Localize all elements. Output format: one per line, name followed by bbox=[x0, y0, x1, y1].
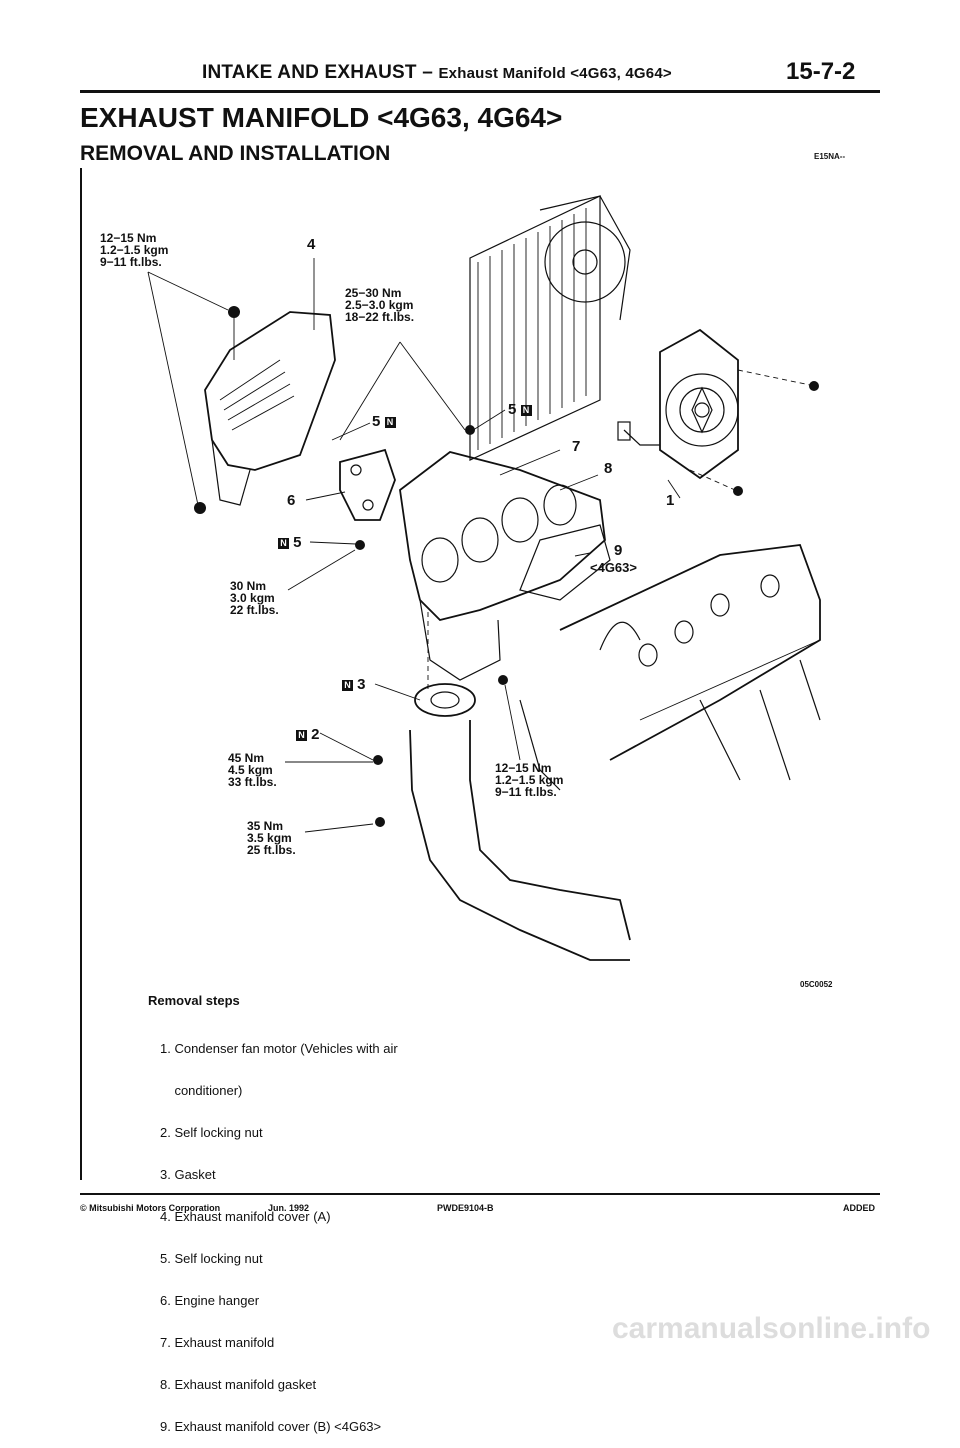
removal-step: conditioner) bbox=[160, 1083, 243, 1098]
exhaust-manifold-drawing bbox=[355, 425, 606, 681]
removal-steps-list: 1. Condenser fan motor (Vehicles with ai… bbox=[160, 1014, 398, 1448]
watermark: carmanualsonline.info bbox=[612, 1312, 931, 1345]
footer-copyright: © Mitsubishi Motors Corporation bbox=[80, 1203, 221, 1213]
footer-rule bbox=[80, 1193, 880, 1195]
manifold-cover-b-drawing bbox=[519, 524, 611, 601]
leader-lines bbox=[147, 258, 681, 833]
removal-step: 5. Self locking nut bbox=[160, 1251, 263, 1266]
callout-2: N 2 bbox=[296, 726, 320, 743]
callout-1: 1 bbox=[666, 492, 675, 509]
footer-status: ADDED bbox=[843, 1203, 876, 1213]
section-code: E15NA-- bbox=[814, 152, 846, 161]
callout-5-left: 5 N bbox=[372, 413, 396, 430]
removal-step: 7. Exhaust manifold bbox=[160, 1335, 275, 1350]
callout-6: 6 bbox=[287, 492, 296, 509]
callout-3: N 3 bbox=[342, 676, 366, 693]
frame-left-line bbox=[80, 168, 82, 1180]
callout-3-number: 3 bbox=[357, 676, 366, 693]
fan-motor-drawing bbox=[617, 328, 819, 496]
removal-step: 8. Exhaust manifold gasket bbox=[160, 1377, 317, 1392]
removal-step: 4. Exhaust manifold cover (A) bbox=[160, 1209, 331, 1224]
new-part-icon: N bbox=[296, 729, 307, 741]
torque-spec-manifold-nut: 25−30 Nm 2.5−3.0 kgm 18−22 ft.lbs. bbox=[345, 286, 415, 324]
torque-spec-hanger-bolt: 30 Nm 3.0 kgm 22 ft.lbs. bbox=[230, 579, 279, 617]
callout-9: 9 bbox=[614, 542, 623, 559]
torque-spec-cover-bolt: 12−15 Nm 1.2−1.5 kgm 9−11 ft.lbs. bbox=[100, 231, 169, 269]
callout-7: 7 bbox=[572, 438, 581, 455]
page-subtitle: REMOVAL AND INSTALLATION bbox=[80, 142, 391, 165]
callout-5-left-number: 5 bbox=[372, 413, 381, 430]
callout-9-note: <4G63> bbox=[590, 560, 637, 575]
removal-steps-heading: Removal steps bbox=[148, 993, 240, 1008]
torque-spec-stay-bolt: 35 Nm 3.5 kgm 25 ft.lbs. bbox=[247, 819, 296, 857]
header-subsection: Exhaust Manifold <4G63, 4G64> bbox=[438, 65, 672, 82]
cylinder-head-drawing bbox=[519, 544, 821, 791]
figure-code: 05C0052 bbox=[800, 980, 833, 989]
new-part-icon: N bbox=[520, 404, 532, 416]
exhaust-pipe-drawing bbox=[373, 675, 631, 961]
callout-8: 8 bbox=[604, 460, 613, 477]
header-section: INTAKE AND EXHAUST – Exhaust Manifold <4… bbox=[202, 62, 672, 84]
new-part-icon: N bbox=[384, 416, 396, 428]
manifold-cover-a-drawing bbox=[194, 306, 336, 514]
callout-2-number: 2 bbox=[311, 726, 320, 743]
removal-step: 3. Gasket bbox=[160, 1167, 216, 1182]
page-number: 15-7-2 bbox=[786, 58, 856, 85]
header-section-label: INTAKE AND EXHAUST – bbox=[202, 62, 439, 83]
header-rule bbox=[80, 90, 880, 93]
new-part-icon: N bbox=[342, 679, 353, 691]
callout-4: 4 bbox=[307, 236, 316, 253]
removal-step: 1. Condenser fan motor (Vehicles with ai… bbox=[160, 1041, 398, 1056]
removal-step: 9. Exhaust manifold cover (B) <4G63> bbox=[160, 1419, 382, 1434]
engine-hanger-drawing bbox=[339, 448, 396, 521]
removal-step: 2. Self locking nut bbox=[160, 1125, 263, 1140]
callout-5-lower: N 5 bbox=[278, 534, 302, 551]
callout-5-lower-number: 5 bbox=[293, 534, 302, 551]
exhaust-manifold-diagram bbox=[147, 195, 821, 961]
callout-5-right: 5 N bbox=[508, 401, 532, 418]
callout-5-right-number: 5 bbox=[508, 401, 517, 418]
torque-spec-pipe-nut: 45 Nm 4.5 kgm 33 ft.lbs. bbox=[228, 751, 277, 789]
torque-spec-bracket-bolt: 12−15 Nm 1.2−1.5 kgm 9−11 ft.lbs. bbox=[495, 761, 564, 799]
footer-doc-code: PWDE9104-B bbox=[437, 1203, 494, 1213]
radiator-drawing bbox=[469, 195, 631, 461]
removal-step: 6. Engine hanger bbox=[160, 1293, 260, 1308]
page-title: EXHAUST MANIFOLD <4G63, 4G64> bbox=[80, 102, 563, 133]
new-part-icon: N bbox=[278, 537, 289, 549]
footer-date: Jun. 1992 bbox=[268, 1203, 310, 1213]
